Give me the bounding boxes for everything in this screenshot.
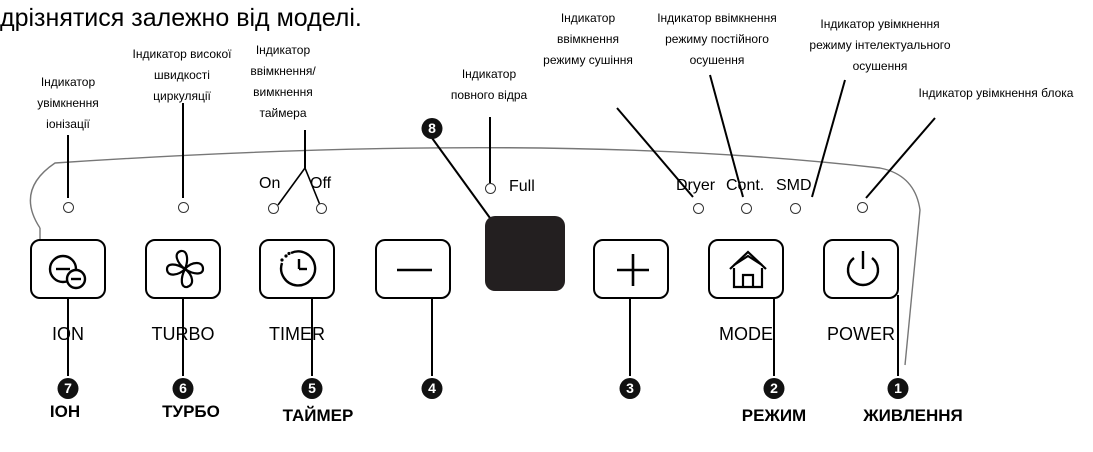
smd-led [790,203,801,214]
note-power-indicator: Індикатор увімкнення блока [918,86,1074,100]
turbo-led [178,202,189,213]
home-icon [729,250,767,289]
full-led [485,183,496,194]
timer-on-led [268,203,279,214]
timer-button[interactable] [259,239,335,299]
minus-button[interactable] [375,239,451,299]
label-full: Full [509,178,535,195]
caption-mode: РЕЖИМ [741,406,807,425]
turbo-button[interactable] [145,239,221,299]
number-5: 5 [301,378,323,399]
plus-icon [617,254,649,286]
number-2: 2 [763,378,785,399]
number-1: 1 [887,378,909,399]
turbo-button-label: TURBO [151,324,215,344]
timer-icon [279,250,317,287]
label-dryer: Dryer [676,177,716,194]
header-text: дрізнятися залежно від моделі. [0,4,362,32]
power-button-label: POWER [826,324,896,344]
ion-button-label: ION [51,324,85,344]
dryer-led [693,203,704,214]
caption-power: ЖИВЛЕННЯ [863,406,963,425]
label-off: Off [310,175,332,192]
caption-turbo: ТУРБО [162,402,220,421]
ion-icon [48,254,87,290]
number-3: 3 [619,378,641,399]
label-on: On [259,175,281,192]
mode-button[interactable] [708,239,784,299]
fan-icon [165,249,205,289]
ion-led [63,202,74,213]
number-7: 7 [57,378,79,399]
number-8: 8 [421,118,443,139]
power-button[interactable] [823,239,899,299]
label-smd: SMD [776,177,812,194]
number-6: 6 [172,378,194,399]
power-icon [846,251,880,287]
mode-button-label: MODE [719,324,773,344]
digital-display [485,216,565,291]
power-led [857,202,868,213]
plus-button[interactable] [593,239,669,299]
minus-icon [397,268,432,272]
ion-button[interactable] [30,239,106,299]
label-cont: Cont. [726,177,765,194]
caption-timer: ТАЙМЕР [282,406,354,425]
number-4: 4 [421,378,443,399]
timer-button-label: TIMER [269,324,325,344]
timer-off-led [316,203,327,214]
caption-ion: ІОН [49,402,81,421]
cont-led [741,203,752,214]
